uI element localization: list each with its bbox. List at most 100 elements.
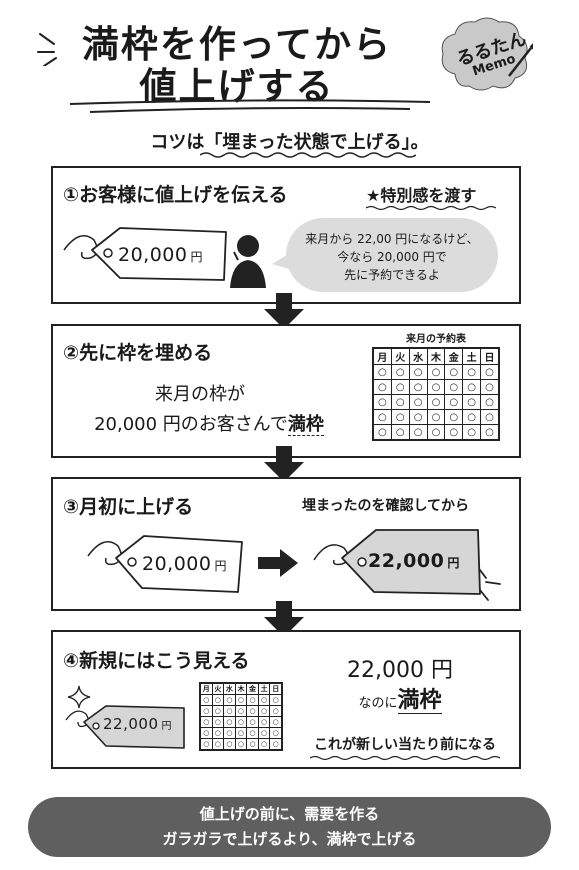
calendar-booked-slot: ○ <box>234 705 248 717</box>
calendar-booked-slot: ○ <box>390 424 410 440</box>
calendar-booked-slot: ○ <box>480 409 499 425</box>
step4-footer-underline <box>310 755 500 761</box>
calendar-weekday: 日 <box>269 683 282 695</box>
person-icon <box>230 235 266 288</box>
calendar-booked-slot: ○ <box>444 379 464 395</box>
calendar-weekday: 水 <box>408 348 428 365</box>
title-underline <box>69 99 431 113</box>
calendar-booked-slot: ○ <box>390 364 410 380</box>
step3-old-price-tag <box>87 535 243 593</box>
bubble-line-3: 先に予約できるよ <box>344 268 440 282</box>
step4-title: ④新規にはこう見える <box>63 650 250 672</box>
calendar-booked-slot: ○ <box>200 716 213 728</box>
calendar-booked-slot: ○ <box>257 716 271 728</box>
calendar-booked-slot: ○ <box>257 738 271 750</box>
calendar-booked-slot: ○ <box>257 727 271 739</box>
title-sparkle-left <box>37 33 57 66</box>
step1-badge-underline <box>366 205 496 211</box>
sparkle-icon <box>67 685 91 709</box>
calendar-booked-slot: ○ <box>408 424 428 440</box>
calendar-booked-slot: ○ <box>223 727 236 739</box>
banner-line2: ガラガラで上げるより、満枠で上げる <box>162 830 417 848</box>
calendar-booked-slot: ○ <box>373 394 392 410</box>
step4-full-line: なのに満枠 <box>358 688 442 714</box>
step2-title: ②先に枠を埋める <box>63 342 213 364</box>
calendar-booked-slot: ○ <box>223 738 236 750</box>
calendar-booked-slot: ○ <box>269 727 282 739</box>
step4-full-emphasis: 満枠 <box>397 688 442 714</box>
calendar-weekday: 月 <box>373 348 392 365</box>
calendar-booked-slot: ○ <box>426 424 446 440</box>
calendar-booked-slot: ○ <box>269 738 282 750</box>
calendar-booked-slot: ○ <box>234 694 248 706</box>
calendar-booked-slot: ○ <box>373 424 392 440</box>
step3-note: 埋まったのを確認してから <box>302 498 470 514</box>
down-arrow-2 <box>264 446 304 482</box>
calendar-booked-slot: ○ <box>390 394 410 410</box>
calendar-booked-slot: ○ <box>462 364 482 380</box>
right-arrow <box>258 549 298 577</box>
sparkle-lines-right <box>479 569 501 601</box>
calendar-booked-slot: ○ <box>373 364 392 380</box>
calendar-booked-slot: ○ <box>246 694 259 706</box>
calendar-booked-slot: ○ <box>462 394 482 410</box>
calendar-booked-slot: ○ <box>223 716 236 728</box>
calendar-weekday: 木 <box>426 348 446 365</box>
step4-big-price: 22,000 円 <box>347 658 453 683</box>
tip-wavy-underline <box>200 152 416 158</box>
calendar-booked-slot: ○ <box>426 409 446 425</box>
page-title-line1: 満枠を作ってから <box>81 23 393 66</box>
calendar-booked-slot: ○ <box>211 738 225 750</box>
calendar-booked-slot: ○ <box>462 379 482 395</box>
speech-bubble <box>286 218 498 292</box>
step1-title: ①お客様に値上げを伝える <box>63 184 288 206</box>
calendar-booked-slot: ○ <box>390 379 410 395</box>
calendar-booked-slot: ○ <box>444 424 464 440</box>
calendar-booked-slot: ○ <box>246 716 259 728</box>
calendar-booked-slot: ○ <box>246 705 259 717</box>
calendar-weekday: 金 <box>246 683 259 695</box>
calendar-booked-slot: ○ <box>408 364 428 380</box>
calendar-title: 来月の予約表 <box>406 334 466 345</box>
calendar-booked-slot: ○ <box>223 705 236 717</box>
calendar-weekday: 金 <box>444 348 464 365</box>
calendar-booked-slot: ○ <box>200 727 213 739</box>
calendar-booked-slot: ○ <box>480 394 499 410</box>
step4-price-tag <box>65 705 185 749</box>
calendar-weekday: 月 <box>200 683 213 695</box>
calendar-booked-slot: ○ <box>480 364 499 380</box>
calendar-weekday: 火 <box>211 683 225 695</box>
calendar-booked-slot: ○ <box>257 694 271 706</box>
step2-line1: 来月の枠が <box>155 384 245 405</box>
calendar-booked-slot: ○ <box>257 705 271 717</box>
calendar-booked-slot: ○ <box>444 409 464 425</box>
bubble-line-2: 今なら 20,000 円で <box>337 250 447 264</box>
calendar-booked-slot: ○ <box>444 394 464 410</box>
step3-new-price-tag <box>313 529 481 595</box>
calendar-booked-slot: ○ <box>234 727 248 739</box>
calendar-booked-slot: ○ <box>269 716 282 728</box>
down-arrow-3 <box>264 601 304 637</box>
step2-line2: 20,000 円のお客さんで満枠 <box>94 414 324 436</box>
step2-full-emphasis: 満枠 <box>287 414 324 436</box>
calendar-booked-slot: ○ <box>200 694 213 706</box>
calendar-booked-slot: ○ <box>426 394 446 410</box>
calendar-booked-slot: ○ <box>444 364 464 380</box>
calendar-step4: 月火水木金土日○○○○○○○○○○○○○○○○○○○○○○○○○○○○○○○○○… <box>199 682 283 751</box>
step1-badge: ★特別感を渡す <box>366 186 477 205</box>
calendar-booked-slot: ○ <box>462 409 482 425</box>
calendar-weekday: 日 <box>480 348 499 365</box>
calendar-booked-slot: ○ <box>408 409 428 425</box>
calendar-booked-slot: ○ <box>373 409 392 425</box>
calendar-booked-slot: ○ <box>390 409 410 425</box>
step1-price-tag <box>63 227 227 281</box>
calendar-booked-slot: ○ <box>462 424 482 440</box>
down-arrow-1 <box>264 293 304 329</box>
calendar-booked-slot: ○ <box>426 364 446 380</box>
calendar-booked-slot: ○ <box>246 727 259 739</box>
calendar-booked-slot: ○ <box>408 379 428 395</box>
tip-text: コツは「埋まった状態で上げる」。 <box>150 132 429 153</box>
calendar-booked-slot: ○ <box>408 394 428 410</box>
calendar-booked-slot: ○ <box>426 379 446 395</box>
